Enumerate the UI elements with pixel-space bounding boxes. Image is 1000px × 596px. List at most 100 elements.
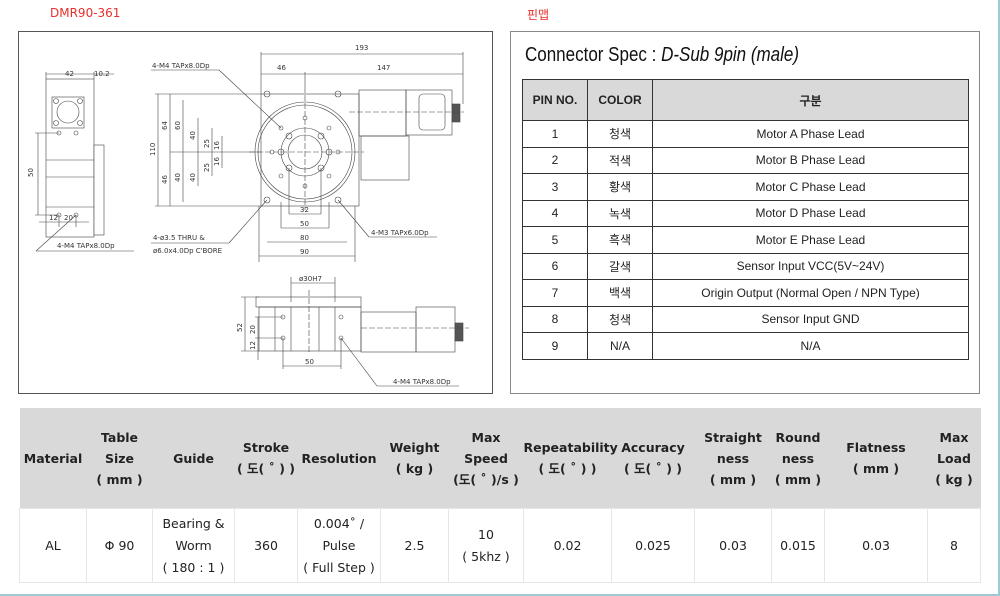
spec-value-line: 0.004˚ /	[313, 515, 365, 531]
dim-90: 90	[300, 248, 309, 256]
spec-value-line: 2.5	[404, 537, 425, 553]
spec-value-cell: Bearing & Worm ( 180 : 1 )	[152, 508, 235, 583]
spec-value-cell: 360	[234, 508, 298, 583]
pin-description: Sensor Input VCC(5V~24V)	[652, 252, 969, 280]
pin-color: 청색	[587, 120, 653, 148]
spec-value-cell: AL	[19, 508, 87, 583]
top-plate	[260, 93, 360, 207]
spec-value-line: Bearing &	[162, 515, 225, 531]
spec-value-line: 0.025	[635, 537, 671, 553]
spec-header-line: Load	[937, 450, 971, 466]
spec-value-cell: 0.02	[523, 508, 612, 583]
spec-header-line: ( 도( ˚ ) )	[538, 461, 597, 476]
dim-side-width: 42	[65, 70, 74, 78]
top-view	[151, 52, 464, 262]
pin-color: 적색	[587, 146, 653, 174]
connector-title-type: D-Sub 9pin (male)	[661, 44, 800, 66]
spec-header-line: Table	[100, 429, 139, 445]
spec-header-line: Resolution	[301, 450, 377, 466]
spec-header-line: ( mm )	[96, 471, 143, 487]
spec-header-line: Straight	[704, 429, 762, 445]
spec-header-cell: Flatness( mm )	[824, 408, 928, 509]
dim-bore: ø30H7	[299, 275, 322, 283]
spec-header-line: ness	[716, 450, 750, 466]
spec-header-line: Guide	[173, 450, 214, 466]
spec-header-line: Max	[939, 429, 969, 445]
note-side-tap: 4-M4 TAPx8.0Dp	[57, 242, 115, 250]
spec-value-line: 0.015	[780, 537, 816, 553]
pin-number: 8	[522, 305, 588, 333]
header-color: COLOR	[587, 79, 653, 121]
spec-header-line: Flatness	[846, 440, 906, 455]
pin-table-header: PIN NO. COLOR 구분	[522, 79, 969, 121]
spec-value-cell: 0.03	[694, 508, 772, 583]
dim-side-offset: 10.2	[94, 70, 110, 78]
dim-46v: 46	[161, 175, 169, 184]
pin-description: Motor E Phase Lead	[652, 226, 969, 254]
spec-value-line: AL	[45, 537, 61, 553]
spec-header-line: Repeatability	[523, 440, 618, 455]
dim-side-20: 20	[64, 214, 73, 222]
spec-header-cell: Repeatability ( 도( ˚ ) )	[523, 408, 618, 509]
pin-number: 1	[522, 120, 588, 148]
dim-front-20: 20	[249, 325, 257, 334]
dim-147: 147	[377, 64, 390, 72]
spec-value-line: ( 180 : 1 )	[162, 559, 225, 575]
spec-header-cell: Weight ( kg )	[380, 408, 449, 509]
spec-header-line: Stroke	[242, 440, 290, 455]
dim-side-height: 50	[27, 168, 35, 177]
spec-value-line: Φ 90	[104, 537, 135, 553]
spec-value-line: 0.03	[862, 537, 890, 553]
spec-header-cell: Max Speed(도( ˚ )/s )	[448, 408, 524, 509]
dim-40-a: 40	[174, 173, 182, 182]
spec-value-cell: 0.03	[824, 508, 928, 583]
spec-header-line: Material	[23, 450, 83, 466]
spec-header-line: Weight	[389, 440, 440, 455]
note-front-tap: 4-M4 TAPx8.0Dp	[393, 378, 451, 386]
pinmap-caption: 핀맵	[527, 8, 550, 22]
dim-front-12: 12	[249, 341, 257, 350]
spec-header-line: Round	[775, 429, 821, 445]
dim-80: 80	[300, 234, 309, 242]
spec-header-cell: Accuracy( 도( ˚ ) )	[611, 408, 695, 509]
technical-drawing: 42 10.2 50 12 20 4-M4 TAPx8.0Dp 193 46 1…	[18, 31, 493, 394]
spec-header-line: ( kg )	[395, 461, 434, 476]
dim-64: 64	[161, 121, 169, 130]
dim-side-12: 12	[49, 214, 58, 222]
pin-color: N/A	[587, 332, 653, 360]
pin-color: 백색	[587, 279, 653, 307]
dim-front-50: 50	[305, 358, 314, 366]
model-caption: DMR90-361	[50, 6, 121, 20]
header-pin-no: PIN NO.	[522, 79, 588, 121]
pin-description: Motor A Phase Lead	[652, 120, 969, 148]
pin-number: 6	[522, 252, 588, 280]
spec-value-line: 0.03	[719, 537, 747, 553]
header-description: 구분	[652, 79, 969, 121]
spec-value-cell: 10( 5khz )	[448, 508, 524, 583]
spec-header-cell: Guide	[152, 408, 235, 509]
spec-header-line: Accuracy	[621, 440, 685, 455]
dim-16-a: 16	[213, 141, 221, 150]
spec-value-line: 360	[254, 537, 278, 553]
spec-value-cell: 0.004˚ /Pulse( Full Step )	[297, 508, 381, 583]
connector-title-prefix: Connector Spec :	[525, 44, 662, 66]
spec-value-cell: 0.015	[771, 508, 825, 583]
front-knob	[454, 322, 464, 342]
note-thru-2: ø6.0x4.0Dp C'BORE	[153, 247, 222, 255]
spec-header-line: Max Speed	[464, 429, 508, 466]
pin-color: 황색	[587, 173, 653, 201]
spec-value-cell: 0.025	[611, 508, 695, 583]
dim-52: 52	[236, 323, 244, 332]
spec-value-line: Worm	[175, 537, 212, 553]
